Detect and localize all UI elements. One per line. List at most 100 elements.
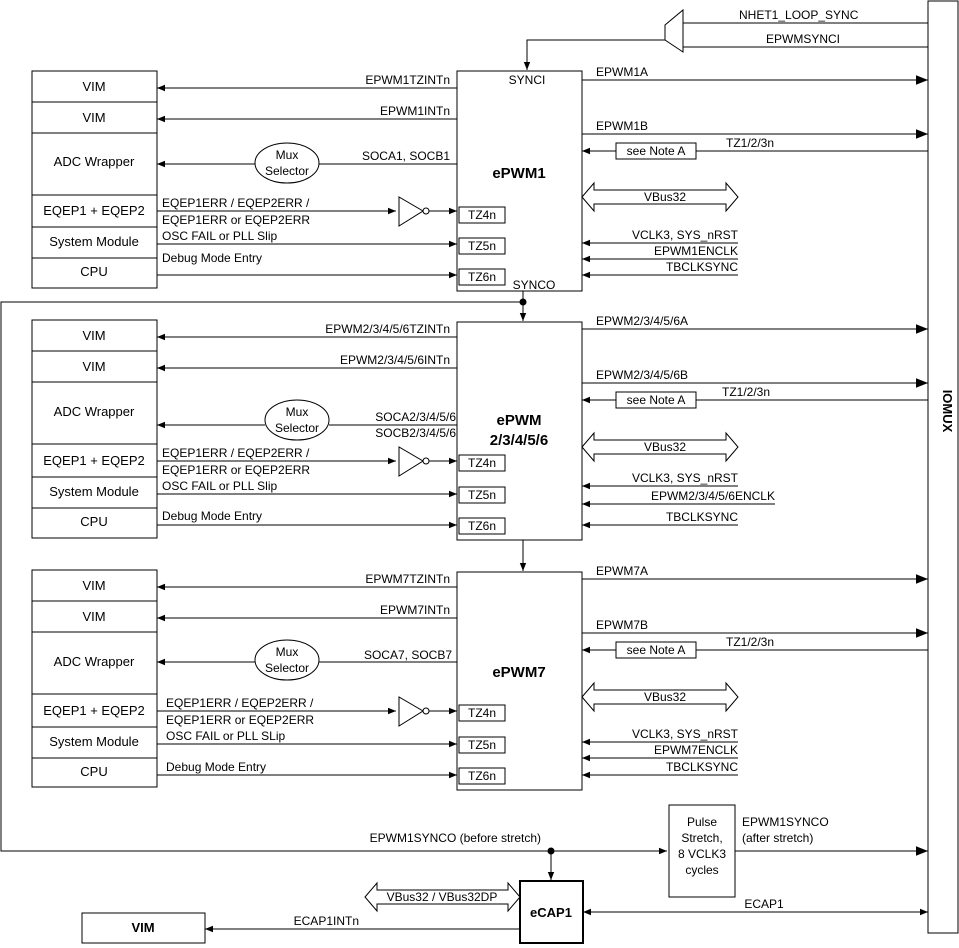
g1-tz4-label: TZ4n xyxy=(468,208,496,222)
g2-debug-label: Debug Mode Entry xyxy=(162,509,262,523)
g3-tz4-label: TZ4n xyxy=(468,706,496,720)
g3-adc-label: ADC Wrapper xyxy=(54,654,135,669)
group3-left-blocks xyxy=(31,569,158,788)
g1-tzint-label: EPWM1TZINTn xyxy=(365,73,450,87)
iomux-label: IOMUX xyxy=(940,390,955,433)
g3-vim2-label: VIM xyxy=(82,609,105,624)
g1-vclk3-label: VCLK3, SYS_nRST xyxy=(632,228,739,242)
epwm7-block xyxy=(456,571,583,791)
g2-eqep-label: EQEP1 + EQEP2 xyxy=(43,453,145,468)
g2-enclk-label: EPWM2/3/4/5/6ENCLK xyxy=(651,489,775,503)
sync-mux-symbol xyxy=(664,8,684,53)
pulse-line1: Pulse xyxy=(687,815,717,829)
g2-mux-line1: Mux xyxy=(286,405,309,419)
g1-sysmod-label: System Module xyxy=(49,234,139,249)
g1-soc-label: SOCA1, SOCB1 xyxy=(362,149,450,163)
g1-out-a-label: EPWM1A xyxy=(596,65,648,79)
g1-cpu-label: CPU xyxy=(80,264,107,279)
g3-tz123-label: TZ1/2/3n xyxy=(726,635,774,649)
g1-eqep-err-line1: EQEP1ERR / EQEP2ERR / xyxy=(162,196,310,210)
g3-enclk-label: EPWM7ENCLK xyxy=(654,743,738,757)
synco-label: SYNCO xyxy=(513,278,556,292)
g1-see-note-label: see Note A xyxy=(627,144,686,158)
g1-mux-line2: Selector xyxy=(265,164,309,178)
g1-debug-label: Debug Mode Entry xyxy=(162,251,262,265)
g3-debug-label: Debug Mode Entry xyxy=(166,760,266,774)
g2-out-a-label: EPWM2/3/4/5/6A xyxy=(596,314,688,328)
g1-enclk-label: EPWM1ENCLK xyxy=(654,244,738,258)
g2-soc-line1: SOCA2/3/4/5/6 xyxy=(375,410,456,424)
g2-vbus32-label: VBus32 xyxy=(644,440,686,454)
g2-see-note-label: see Note A xyxy=(627,393,686,407)
pulse-stretch-block xyxy=(668,804,736,898)
g1-tz6-label: TZ6n xyxy=(468,270,496,284)
junction-dot-1 xyxy=(519,298,527,306)
g2-eqep-err-line2: EQEP1ERR or EQEP2ERR xyxy=(162,463,310,477)
g3-tz6-label: TZ6n xyxy=(468,769,496,783)
g3-eqep-label: EQEP1 + EQEP2 xyxy=(43,703,145,718)
g3-sysmod-label: System Module xyxy=(49,734,139,749)
epwm7-title: ePWM7 xyxy=(492,664,545,681)
g2-sysmod-label: System Module xyxy=(49,484,139,499)
group2-left-blocks xyxy=(31,319,158,539)
g1-adc-label: ADC Wrapper xyxy=(54,154,135,169)
epwm2-block xyxy=(456,321,583,541)
g3-cpu-label: CPU xyxy=(80,764,107,779)
g1-mux-line1: Mux xyxy=(276,148,299,162)
vbus32-arrow-3 xyxy=(581,681,739,713)
junction-dot-2 xyxy=(547,847,555,855)
ecap1-signal-label: ECAP1 xyxy=(744,897,784,911)
g2-soc-line2: SOCB2/3/4/5/6 xyxy=(375,426,456,440)
synco-after-line1: EPWM1SYNCO xyxy=(742,815,829,829)
g1-vbus32-label: VBus32 xyxy=(644,190,686,204)
g3-see-note-label: see Note A xyxy=(627,643,686,657)
g1-vim1-label: VIM xyxy=(82,79,105,94)
g3-soc-label: SOCA7, SOCB7 xyxy=(364,648,452,662)
g1-out-b-label: EPWM1B xyxy=(596,119,648,133)
ecap1-title: eCAP1 xyxy=(530,905,572,920)
g1-vim2-label: VIM xyxy=(82,110,105,125)
g2-cpu-label: CPU xyxy=(80,514,107,529)
pulse-line2: Stretch, xyxy=(681,831,722,845)
g2-int-label: EPWM2/3/4/5/6INTn xyxy=(340,353,450,367)
g3-vbus32-label: VBus32 xyxy=(644,690,686,704)
g3-mux-line2: Selector xyxy=(265,661,309,675)
g2-tzint-label: EPWM2/3/4/5/6TZINTn xyxy=(325,322,450,336)
g3-out-a-label: EPWM7A xyxy=(596,564,648,578)
ecap1-block xyxy=(519,880,584,944)
g3-eqep-err-line2: EQEP1ERR or EQEP2ERR xyxy=(166,713,314,727)
bottom-vim-label: VIM xyxy=(131,920,154,935)
pulse-line3: 8 VCLK3 xyxy=(678,847,726,861)
g2-adc-label: ADC Wrapper xyxy=(54,404,135,419)
vbus32-arrow-1 xyxy=(581,181,739,213)
g2-osc-label: OSC FAIL or PLL Slip xyxy=(162,479,277,493)
epwmsynci-label: EPWMSYNCI xyxy=(766,32,840,46)
g3-vim1-label: VIM xyxy=(82,578,105,593)
synco-after-line2: (after stretch) xyxy=(742,831,813,845)
g1-eqep-label: EQEP1 + EQEP2 xyxy=(43,203,145,218)
g3-tbclksync-label: TBCLKSYNC xyxy=(666,760,738,774)
g3-mux-line1: Mux xyxy=(276,645,299,659)
synco-before-label: EPWM1SYNCO (before stretch) xyxy=(370,831,541,845)
g2-tz6-label: TZ6n xyxy=(468,519,496,533)
g3-out-b-label: EPWM7B xyxy=(596,618,648,632)
epwm2-title-line1: ePWM xyxy=(497,412,542,429)
g1-tbclksync-label: TBCLKSYNC xyxy=(666,260,738,274)
vbus32dp-arrow xyxy=(364,881,521,913)
bottom-vim-block xyxy=(81,912,206,944)
g2-eqep-err-line1: EQEP1ERR / EQEP2ERR / xyxy=(162,446,310,460)
g2-tz4-label: TZ4n xyxy=(468,456,496,470)
nhet1-loop-sync-label: NHET1_LOOP_SYNC xyxy=(739,8,859,22)
vbus32dp-label: VBus32 / VBus32DP xyxy=(387,890,498,904)
g3-tz5-label: TZ5n xyxy=(468,738,496,752)
vbus32-arrow-2 xyxy=(581,431,739,463)
epwm1-title: ePWM1 xyxy=(492,165,545,182)
g3-vclk3-label: VCLK3, SYS_nRST xyxy=(632,727,739,741)
epwm2-title-line2: 2/3/4/5/6 xyxy=(490,432,548,449)
g1-tz5-label: TZ5n xyxy=(468,239,496,253)
iomux-block xyxy=(927,0,959,934)
g2-tz5-label: TZ5n xyxy=(468,488,496,502)
g2-out-b-label: EPWM2/3/4/5/6B xyxy=(596,368,688,382)
synci-label: SYNCI xyxy=(509,73,546,87)
